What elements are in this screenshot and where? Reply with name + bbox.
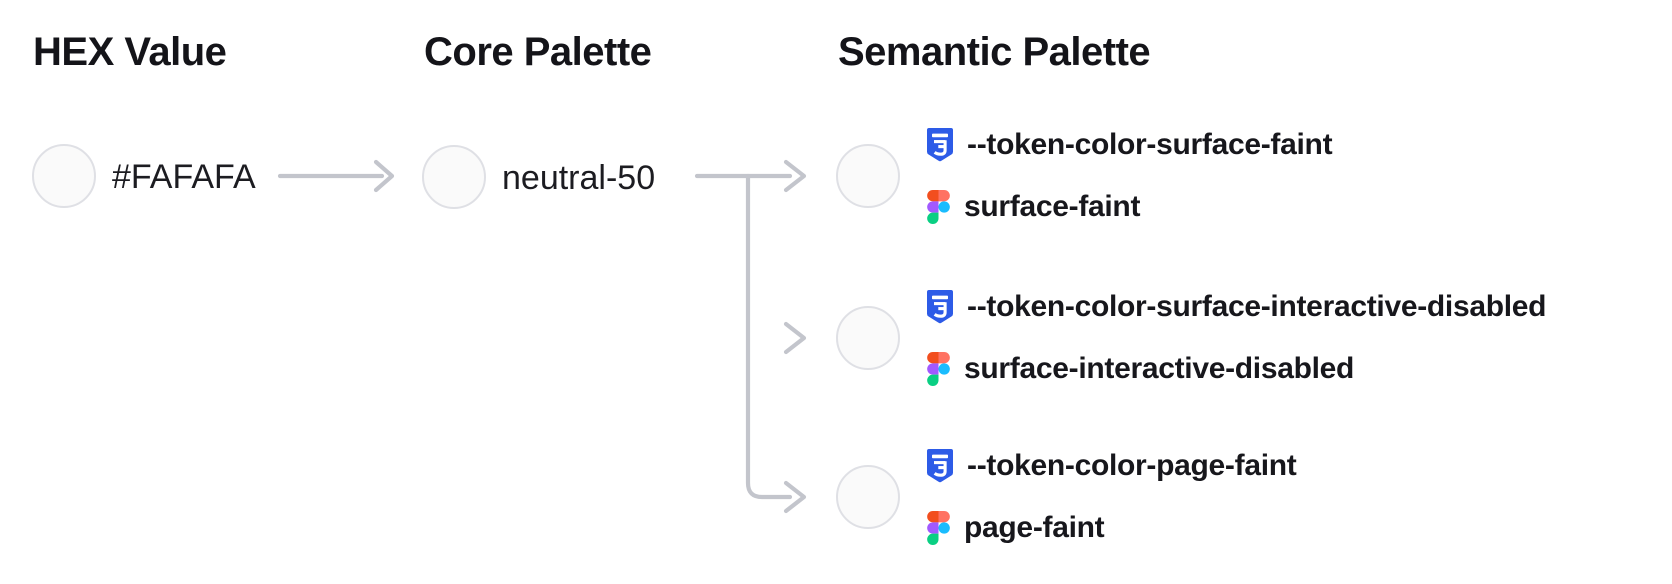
css-token-line: --token-color-surface-interactive-disabl… bbox=[927, 289, 1547, 325]
semantic-column-heading: Semantic Palette bbox=[838, 30, 1151, 74]
figma-token-line: surface-interactive-disabled bbox=[927, 351, 1546, 387]
figma-token-line: page-faint bbox=[927, 510, 1296, 546]
css3-icon bbox=[927, 449, 953, 483]
core-column-heading: Core Palette bbox=[424, 30, 652, 74]
figma-icon bbox=[927, 190, 950, 224]
hex-color-swatch bbox=[32, 144, 96, 208]
figma-token-line: surface-faint bbox=[927, 189, 1332, 225]
semantic-token-row: --token-color-surface-interactive-disabl… bbox=[836, 289, 1547, 387]
semantic-color-swatch bbox=[836, 465, 900, 529]
css-token-line: --token-color-surface-faint bbox=[927, 127, 1333, 163]
figma-name-label: page-faint bbox=[964, 511, 1105, 544]
css-variable-label: --token-color-page-faint bbox=[967, 449, 1297, 482]
branch-connector-icon bbox=[694, 159, 807, 514]
figma-icon bbox=[927, 511, 950, 545]
hex-value-label: #FAFAFA bbox=[112, 158, 256, 196]
semantic-token-row: --token-color-surface-faint surface-fain… bbox=[836, 127, 1333, 225]
figma-name-label: surface-faint bbox=[964, 190, 1141, 223]
css3-icon bbox=[927, 128, 953, 162]
core-color-swatch bbox=[422, 145, 486, 209]
semantic-color-swatch bbox=[836, 306, 900, 370]
css-variable-label: --token-color-surface-faint bbox=[967, 128, 1333, 161]
css3-icon bbox=[927, 290, 953, 324]
figma-name-label: surface-interactive-disabled bbox=[964, 352, 1355, 385]
arrow-hex-to-core-icon bbox=[277, 159, 395, 193]
css-token-line: --token-color-page-faint bbox=[927, 448, 1297, 484]
semantic-token-row: --token-color-page-faint page-faint bbox=[836, 448, 1297, 546]
semantic-color-swatch bbox=[836, 144, 900, 208]
core-name-label: neutral-50 bbox=[502, 159, 656, 197]
css-variable-label: --token-color-surface-interactive-disabl… bbox=[967, 290, 1547, 323]
figma-icon bbox=[927, 352, 950, 386]
hex-column-heading: HEX Value bbox=[33, 30, 227, 74]
